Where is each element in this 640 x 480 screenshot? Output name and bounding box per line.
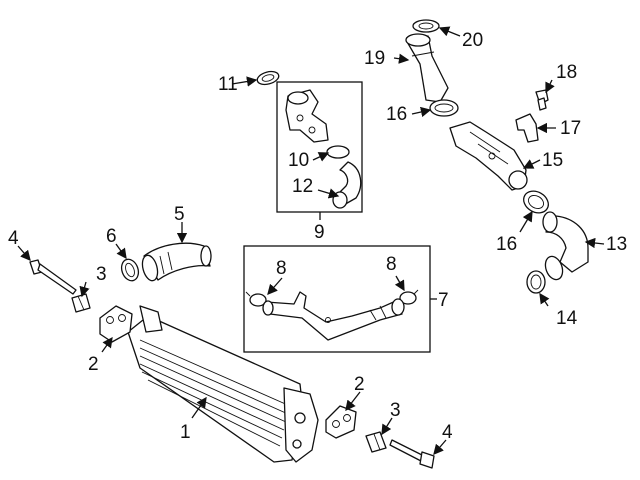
callout-12: 12	[292, 176, 313, 197]
seal-20	[412, 19, 440, 33]
callout-14: 14	[556, 308, 578, 329]
bracket-lower	[325, 405, 357, 439]
callout-5: 5	[174, 204, 185, 225]
charge-air-pipe-15	[449, 121, 528, 191]
callout-3-upper: 3	[96, 264, 107, 285]
callout-7: 7	[438, 290, 449, 311]
hose-12	[332, 161, 362, 209]
air-hose-5	[141, 242, 212, 282]
callout-19: 19	[364, 48, 385, 69]
callout-1: 1	[180, 422, 191, 443]
o-ring-11	[256, 70, 280, 86]
elbow-tube-19	[405, 33, 449, 103]
callout-17: 17	[560, 118, 581, 139]
callout-16-lower: 16	[496, 234, 517, 255]
callout-13: 13	[606, 234, 627, 255]
clamp-16-upper	[429, 99, 459, 117]
callout-18: 18	[556, 62, 577, 83]
callout-15: 15	[542, 150, 563, 171]
callout-4-upper: 4	[8, 228, 19, 249]
callout-8-right: 8	[386, 254, 397, 275]
callout-3-lower: 3	[390, 400, 401, 421]
bracket-upper	[99, 305, 133, 343]
clamp-10	[326, 145, 350, 159]
callout-6: 6	[106, 226, 117, 247]
callout-2-upper: 2	[88, 354, 99, 375]
charge-pipe-7	[262, 291, 405, 341]
clamp-8-right	[399, 289, 419, 305]
long-bolt-upper	[29, 259, 77, 295]
fitting-17	[515, 113, 539, 143]
clamp-8-left	[245, 291, 267, 307]
leader-lines	[17, 26, 605, 455]
intercooler	[127, 305, 319, 463]
callout-8-left: 8	[276, 258, 287, 279]
clamp-16-lower	[523, 190, 549, 214]
callout-9: 9	[314, 222, 325, 243]
bolt-lower	[365, 431, 387, 453]
callout-20: 20	[462, 30, 483, 51]
hose-13	[542, 211, 589, 281]
sensor-18	[535, 89, 549, 111]
callout-16-upper: 16	[386, 104, 407, 125]
long-bolt-lower	[389, 439, 435, 469]
o-ring-6	[120, 258, 140, 282]
callout-4-lower: 4	[442, 422, 453, 443]
bolt-upper	[71, 293, 91, 313]
callout-11: 11	[218, 74, 238, 95]
callout-10: 10	[288, 150, 309, 171]
callout-2-lower: 2	[354, 374, 365, 395]
outlet-housing	[285, 89, 329, 143]
o-ring-14	[526, 270, 546, 294]
